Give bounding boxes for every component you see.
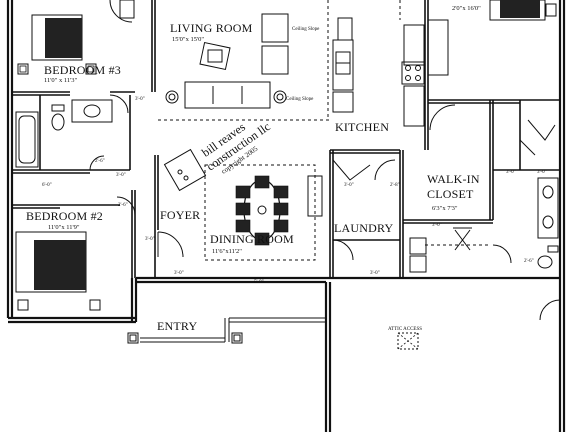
master-dims: 2'0"x 16'0": [452, 5, 481, 12]
dining-room-dims: 11'6"x11'2": [212, 248, 242, 255]
dim-mark: 3'-0": [174, 271, 184, 276]
vanity-icon: [71, 99, 113, 123]
interior-walls: [12, 0, 560, 278]
dim-mark: 3'-0": [145, 237, 155, 242]
washer-icon: [409, 237, 427, 255]
watermark: bill reaves construction llc copyright 2…: [199, 119, 273, 175]
bedroom3-name: BEDROOM #3: [44, 63, 121, 77]
dimension-marks: 2'-6" 6'-0" 3'-0" 2'-6" 5'-0" 3'-0" 3'-0…: [42, 97, 547, 285]
bedroom-3: BEDROOM #3 11'0" x 11'3": [17, 0, 135, 84]
kitchen: KITCHEN: [332, 17, 425, 134]
dim-mark: 3'-0": [370, 271, 380, 276]
master-suite: 2'0"x 16'0": [427, 0, 561, 321]
dim-mark: 2'-6": [118, 203, 128, 208]
dashed-lines: [158, 0, 490, 261]
foyer-name: FOYER: [160, 208, 200, 222]
toilet-icon: [547, 245, 559, 253]
laundry-name: LAUNDRY: [334, 221, 394, 235]
dim-mark: 3'-0": [506, 170, 516, 175]
walls: [6, 0, 566, 432]
bedroom-2: BEDROOM #2 11'0"x 11'9": [15, 196, 136, 311]
column-icon: [231, 332, 243, 344]
dim-mark: 3'-0": [537, 170, 547, 175]
foyer: FOYER: [157, 208, 200, 258]
armchair-icon: [261, 13, 289, 43]
dim-mark: 3'-0": [344, 183, 354, 188]
dim-mark: 3'-0": [135, 97, 145, 102]
refrigerator-icon: [337, 17, 353, 41]
bedspread-icon: [34, 240, 86, 290]
bedspread-icon: [45, 18, 82, 58]
dining-room-name: DINING ROOM: [210, 232, 294, 246]
hall-bath: [15, 94, 129, 171]
dining-room: DINING ROOM 11'6"x11'2": [210, 175, 323, 255]
coffee-table-icon: [199, 41, 231, 71]
dim-mark: 6'-0": [42, 183, 52, 188]
dim-mark: 3'-0": [432, 223, 442, 228]
entry-porch: ENTRY: [127, 317, 326, 344]
dim-mark: 2'-8": [390, 183, 400, 188]
closet-name-line1: WALK-IN: [427, 172, 480, 186]
stove-icon: [401, 61, 425, 85]
bed-icon: [489, 0, 546, 21]
vanity-icon: [537, 177, 559, 239]
walk-in-closet: WALK-IN CLOSET 6'3"x 7'3": [427, 104, 480, 251]
attic-access-icon: [397, 332, 419, 350]
dim-mark: 2'-6": [95, 159, 105, 164]
sofa-icon: [184, 81, 271, 109]
entry-name: ENTRY: [157, 319, 197, 333]
chair-icon: [254, 175, 270, 189]
attic-access-label: ATTIC ACCESS: [388, 327, 422, 332]
ceiling-slope-label-2: Ceiling Slope: [286, 97, 314, 102]
fireplace-icon: [163, 148, 207, 192]
bedroom3-dims: 11'0" x 11'3": [44, 77, 78, 84]
bathtub-icon: [15, 111, 39, 168]
dryer-icon: [409, 255, 427, 273]
column-icon: [127, 332, 139, 344]
dim-mark: 2'-6": [524, 259, 534, 264]
dim-mark: 3'-0": [116, 173, 126, 178]
bedroom2-dims: 11'0"x 11'9": [48, 224, 80, 231]
toilet-icon: [51, 104, 65, 112]
bedroom2-name: BEDROOM #2: [26, 209, 103, 223]
dim-mark: 5'-0": [254, 280, 264, 285]
ceiling-slope-label: Ceiling Slope: [292, 27, 320, 32]
bedspread-icon: [500, 0, 540, 18]
living-room-name: LIVING ROOM: [170, 21, 253, 35]
kitchen-name: KITCHEN: [335, 120, 389, 134]
garage: ATTIC ACCESS: [388, 327, 422, 350]
closet-name-line2: CLOSET: [427, 187, 474, 201]
living-room-dims: 15'0"x 15'0": [172, 36, 204, 43]
living-room: LIVING ROOM 15'0"x 15'0" Ceiling Slope C…: [109, 0, 320, 109]
laundry: LAUNDRY: [332, 159, 427, 273]
closet-dims: 6'3"x 7'3": [432, 205, 458, 212]
